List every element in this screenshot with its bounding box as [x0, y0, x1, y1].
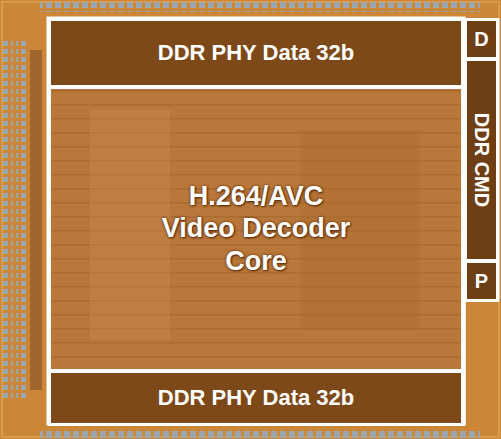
floorplan-block: P — [464, 260, 499, 302]
block-label: DDR PHY Data 32b — [158, 40, 354, 66]
block-label: D — [474, 27, 488, 51]
block-label: H.264/AVC Video Decoder Core — [154, 180, 359, 277]
floorplan-block: DDR PHY Data 32b — [48, 18, 464, 88]
pad-row — [40, 428, 480, 438]
block-label: DDR CMD — [472, 113, 492, 207]
block-label: P — [475, 269, 488, 293]
pad-row — [40, 2, 480, 12]
vertical-block: DDR CMD — [464, 58, 499, 262]
chip-outline — [48, 18, 464, 424]
pad-column — [3, 40, 13, 400]
outline-edge — [464, 20, 498, 300]
floorplan-block: H.264/AVC Video Decoder Core — [48, 86, 464, 372]
block-label: DDR PHY Data 32b — [158, 385, 354, 411]
floorplan-block: D — [464, 18, 499, 60]
floorplan-block: DDR PHY Data 32b — [48, 370, 464, 426]
pad-column — [16, 40, 26, 400]
